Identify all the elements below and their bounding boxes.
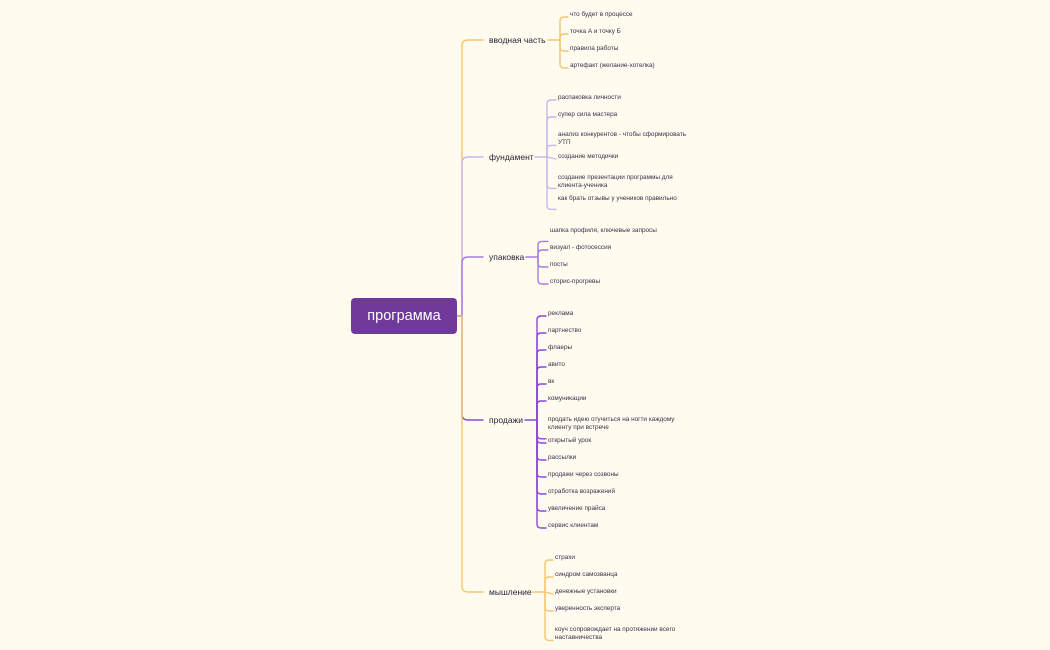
leaf-connector-1-1 bbox=[559, 16, 569, 41]
leaf-connector-2-2 bbox=[546, 116, 557, 158]
leaf-item-5-5[interactable]: коуч сопровождает на протяжении всего на… bbox=[555, 626, 676, 642]
leaf-item-3-3[interactable]: посты bbox=[550, 261, 568, 268]
leaf-connector-4-1 bbox=[536, 315, 547, 421]
leaf-connector-3-3 bbox=[537, 256, 549, 268]
leaf-item-4-3[interactable]: флаеры bbox=[548, 344, 573, 351]
branch-label-1[interactable]: вводная часть bbox=[489, 35, 546, 45]
branch-label-5[interactable]: мышление bbox=[489, 587, 532, 597]
leaf-item-4-10[interactable]: продажи через созвоны bbox=[548, 471, 619, 478]
branch-connector-4 bbox=[456, 315, 484, 421]
leaf-connector-5-1 bbox=[544, 559, 554, 593]
leaf-connector-3-1 bbox=[537, 240, 549, 258]
leaf-connector-4-8 bbox=[536, 419, 547, 444]
leaf-item-5-1[interactable]: страхи bbox=[555, 554, 575, 561]
leaf-connector-4-2 bbox=[536, 332, 547, 421]
leaf-item-4-6[interactable]: комуникации bbox=[548, 395, 587, 402]
leaf-item-1-3[interactable]: правила работы bbox=[570, 45, 619, 52]
leaf-item-2-3[interactable]: анализ конкурентов - чтобы сформировать … bbox=[558, 131, 687, 147]
leaf-connector-4-3 bbox=[536, 349, 547, 421]
leaf-item-4-2[interactable]: партнество bbox=[548, 327, 582, 334]
leaf-item-4-11[interactable]: отработка возражений bbox=[548, 488, 616, 495]
leaf-item-2-1[interactable]: распаковка личности bbox=[558, 94, 621, 101]
branch-connector-2 bbox=[456, 156, 484, 317]
leaf-connector-4-5 bbox=[536, 383, 547, 421]
leaf-connector-5-5 bbox=[544, 591, 554, 642]
leaf-item-4-8[interactable]: открытый урок bbox=[548, 437, 592, 444]
leaf-connector-2-5 bbox=[546, 156, 557, 190]
branch-connector-3 bbox=[456, 256, 484, 317]
leaf-connector-3-4 bbox=[537, 256, 549, 285]
leaf-item-3-1[interactable]: шапка профиля, ключевые запросы bbox=[550, 227, 657, 234]
branch-label-3[interactable]: упаковка bbox=[489, 252, 525, 262]
leaf-connector-1-3 bbox=[559, 39, 569, 52]
leaf-item-4-7[interactable]: продать идею отучиться на ногти каждому … bbox=[548, 416, 675, 432]
leaf-item-1-1[interactable]: что будет в процессе bbox=[570, 11, 633, 18]
leaf-connector-1-2 bbox=[559, 33, 569, 41]
leaf-item-4-5[interactable]: вк bbox=[548, 378, 555, 385]
branch-label-4[interactable]: продажи bbox=[489, 415, 523, 425]
leaf-connector-5-4 bbox=[544, 591, 554, 612]
leaf-connector-5-2 bbox=[544, 576, 554, 593]
branch-connector-5 bbox=[456, 315, 484, 593]
leaf-connector-2-4 bbox=[546, 156, 557, 160]
leaf-connector-4-6 bbox=[536, 400, 547, 421]
leaf-connector-1-4 bbox=[559, 39, 569, 69]
leaf-connector-5-3 bbox=[544, 591, 554, 595]
branch-label-2[interactable]: фундамент bbox=[489, 152, 534, 162]
leaf-connector-3-2 bbox=[537, 249, 549, 258]
leaf-item-4-1[interactable]: реклама bbox=[548, 310, 574, 317]
branch-connector-1 bbox=[456, 39, 484, 317]
leaf-item-2-6[interactable]: как брать отзывы у учеников правильно bbox=[558, 195, 677, 202]
leaf-connector-4-9 bbox=[536, 419, 547, 461]
root-node[interactable]: программа bbox=[351, 298, 457, 334]
leaf-connector-4-4 bbox=[536, 366, 547, 421]
leaf-item-5-3[interactable]: денежные установки bbox=[555, 588, 617, 595]
leaf-item-4-4[interactable]: авито bbox=[548, 361, 565, 368]
leaf-connector-4-13 bbox=[536, 419, 547, 529]
leaf-connector-4-7 bbox=[536, 419, 547, 440]
leaf-item-5-2[interactable]: синдром самозванца bbox=[555, 571, 618, 578]
leaf-connector-4-11 bbox=[536, 419, 547, 495]
leaf-item-2-4[interactable]: создание методички bbox=[558, 153, 619, 160]
leaf-item-2-5[interactable]: создание презентации программы для клиен… bbox=[558, 174, 673, 190]
leaf-connector-4-12 bbox=[536, 419, 547, 512]
leaf-item-1-2[interactable]: точка А и точку Б bbox=[570, 28, 621, 35]
leaf-item-3-2[interactable]: визуал - фотосессия bbox=[550, 244, 612, 251]
leaf-item-4-13[interactable]: сервис клиентам bbox=[548, 522, 599, 529]
leaf-connector-4-10 bbox=[536, 419, 547, 478]
leaf-item-3-4[interactable]: сторис-прогревы bbox=[550, 278, 601, 285]
leaf-connector-2-3 bbox=[546, 144, 557, 158]
leaf-item-4-9[interactable]: рассылки bbox=[548, 454, 577, 461]
root-label: программа bbox=[367, 308, 441, 324]
leaf-item-4-12[interactable]: увеличение прайса bbox=[548, 505, 606, 512]
leaf-item-5-4[interactable]: уверенность эксперта bbox=[555, 605, 621, 612]
leaf-connector-2-6 bbox=[546, 156, 557, 211]
leaf-item-2-2[interactable]: супер сила мастера bbox=[558, 111, 618, 118]
leaf-connector-2-1 bbox=[546, 99, 557, 158]
leaf-item-1-4[interactable]: артефакт (желание-хотелка) bbox=[570, 62, 655, 69]
